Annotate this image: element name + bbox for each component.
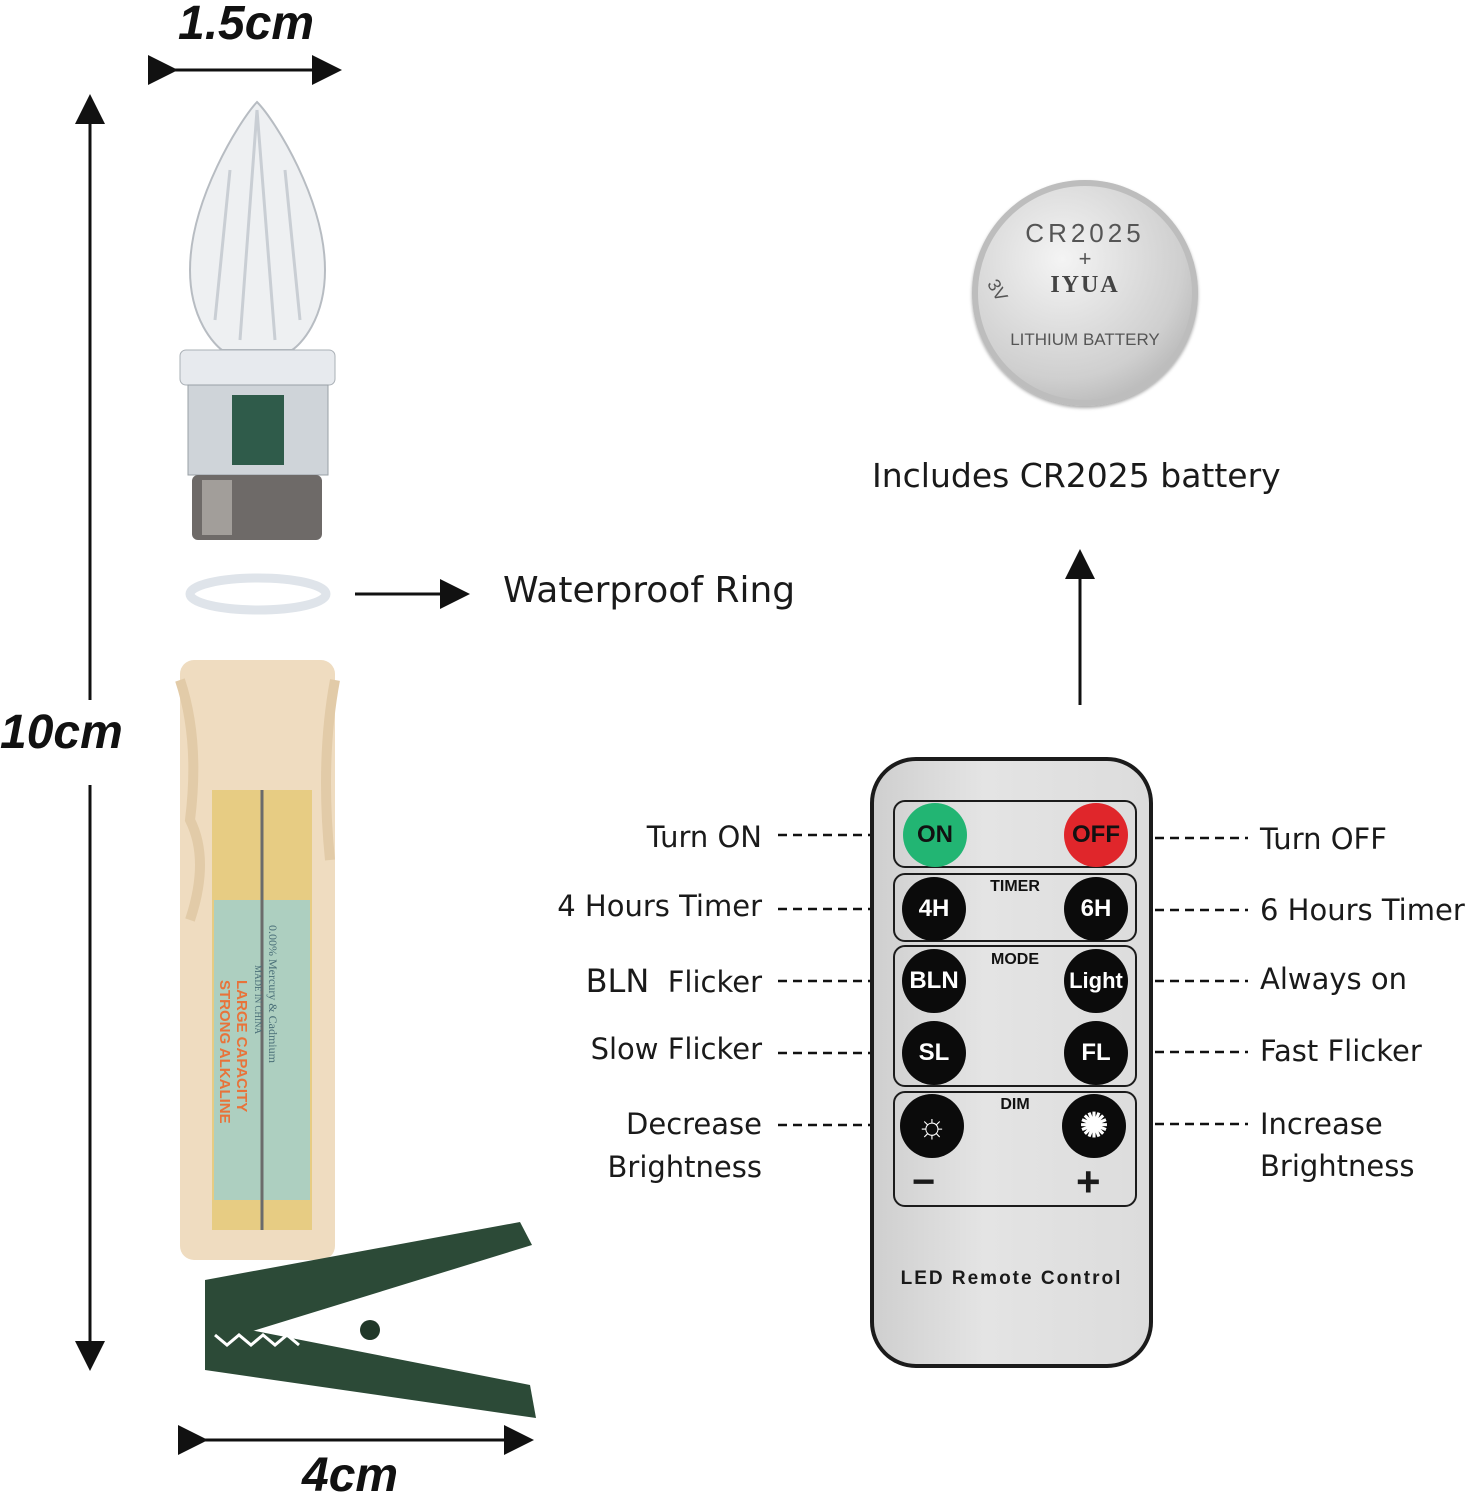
candle-body [175,660,340,1260]
waterproof-ring [185,573,331,615]
coin-brand: IYUA [1050,272,1120,298]
base-dimension-label: 4cm [302,1449,399,1500]
aa-battery-origin-line: MADE IN CHINA [253,965,263,1034]
callout-increase: Increase [1260,1107,1383,1141]
dim-down-button[interactable]: ☼ [900,1094,964,1158]
callout-increase-brightness: Brightness [1260,1149,1415,1183]
callout-decrease-brightness: Brightness [607,1150,762,1184]
timer-title: TIMER [990,878,1040,895]
timer-group [893,873,1137,942]
width-dimension-label: 1.5cm [178,0,315,50]
coin-model: CR2025 [1025,218,1145,248]
callout-bln: BLN [585,962,650,1000]
mode-group [893,945,1137,1087]
mode-title: MODE [991,951,1039,968]
on-button[interactable]: ON [903,803,967,867]
fast-flicker-button[interactable]: FL [1064,1021,1128,1085]
dim-title: DIM [1000,1096,1030,1113]
callout-fast-flicker: Fast Flicker [1260,1034,1422,1068]
dim-up-button[interactable]: ✺ [1062,1094,1126,1158]
waterproof-ring-label: Waterproof Ring [503,570,796,611]
callout-always-on: Always on [1260,962,1407,996]
callout-flicker: Flicker [667,965,762,999]
minus-sign: − [912,1160,936,1204]
aa-battery-line: LARGE CAPACITY [233,980,250,1113]
timer-4h-button[interactable]: 4H [902,877,966,941]
coin-type: LITHIUM BATTERY [1010,330,1160,349]
callout-decrease: Decrease [626,1107,762,1141]
aa-battery-mercury-line: 0.00% Mercury & Cadmium [266,925,280,1063]
callout-turn-on: Turn ON [646,820,762,854]
callout-slow-flicker: Slow Flicker [590,1032,762,1066]
height-dimension-label: 10cm [0,706,123,759]
sun-filled-icon: ✺ [1079,1107,1109,1145]
cr2025-coin-battery: CR2025 + IYUA 3V LITHIUM BATTERY [972,180,1198,406]
callout-turn-off: Turn OFF [1260,822,1387,856]
off-button[interactable]: OFF [1064,803,1128,867]
callout-4h-timer: 4 Hours Timer [557,889,762,923]
coin-plus: + [1078,246,1092,271]
callout-6h-timer: 6 Hours Timer [1260,893,1465,927]
aa-battery-line: STRONG ALKALINE [216,980,233,1124]
timer-6h-button[interactable]: 6H [1064,877,1128,941]
dim-group [893,1091,1137,1207]
slow-flicker-button[interactable]: SL [902,1021,966,1085]
aa-battery-print: 0.00% Mercury & Cadmium MADE IN CHINA LA… [216,925,280,1205]
led-bulb [179,100,336,540]
clip [205,1222,536,1418]
callout-bln-flicker: BLN Flicker [362,962,762,1000]
remote-title: LED Remote Control [900,1268,1123,1289]
bln-button[interactable]: BLN [902,949,966,1013]
power-group [893,800,1137,868]
sun-outline-icon: ☼ [916,1106,948,1145]
light-button[interactable]: Light [1064,949,1128,1013]
battery-caption: Includes CR2025 battery [872,456,1281,495]
plus-sign: + [1076,1158,1101,1205]
